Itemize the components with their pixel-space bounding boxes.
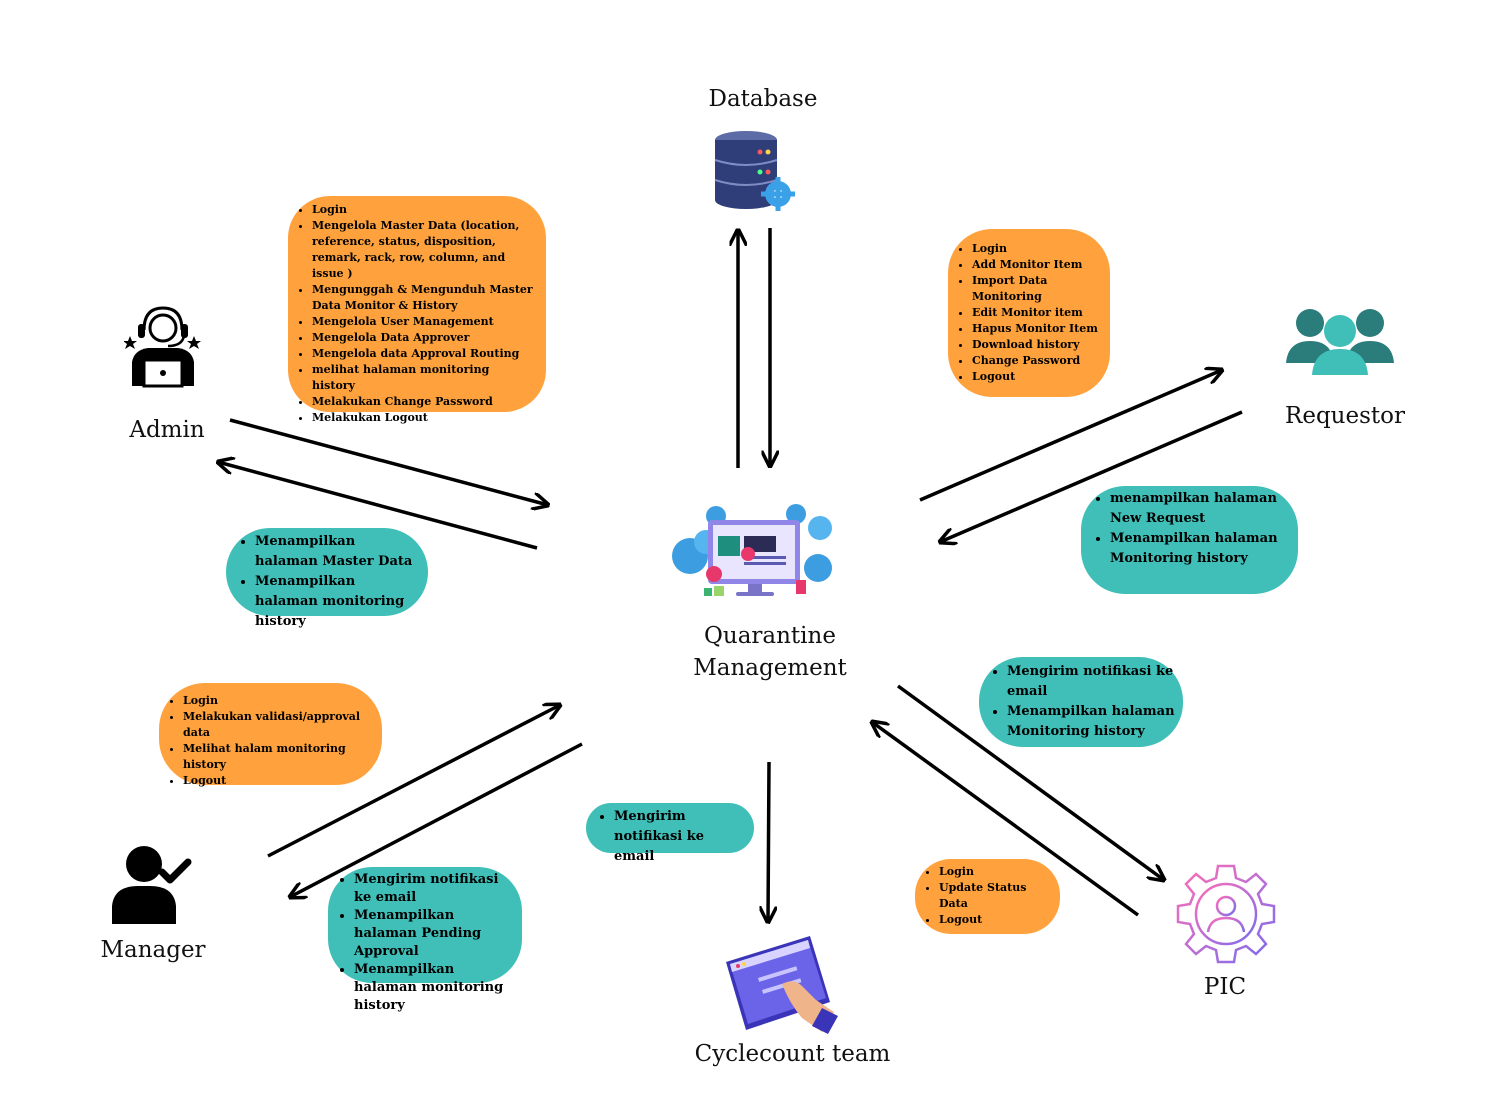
requestor-responses-box: menampilkan halaman New Request Menampil… (1081, 486, 1298, 594)
list-item: Import Data Monitoring (972, 273, 1106, 305)
database-label: Database (708, 86, 818, 112)
list-item: Download history (972, 337, 1106, 353)
requestor-label: Requestor (1285, 403, 1405, 429)
pic-label: PIC (1203, 974, 1247, 1000)
arrow-pic-to-system (872, 722, 1140, 917)
list-item: Login (183, 693, 378, 709)
list-item: Menampilkan halaman Master Data (255, 532, 420, 572)
admin-responses-box: Menampilkan halaman Master Data Menampil… (226, 528, 428, 629)
list-item: Mengelola Data Approver (312, 330, 536, 346)
list-item: Melakukan validasi/approval data (183, 709, 378, 741)
list-item: Menampilkan halaman Monitoring history (1110, 529, 1294, 569)
manager-responses-box: Mengirim notifikasi ke email Menampilkan… (328, 867, 522, 1013)
list-item: Mengelola User Management (312, 314, 536, 330)
arrow-system-to-pic (896, 684, 1164, 880)
pic-actions-box: Login Update Status Data Logout (915, 859, 1060, 934)
arrow-requestor-to-system (940, 410, 1243, 542)
list-item: Logout (183, 773, 378, 789)
list-item: Melihat halam monitoring history (183, 741, 378, 773)
admin-actions-box: Login Mengelola Master Data (location, r… (288, 196, 546, 424)
list-item: Logout (972, 369, 1106, 385)
requestor-actions-box: Login Add Monitor Item Import Data Monit… (948, 229, 1110, 397)
database-icon (714, 131, 795, 211)
list-item: Edit Monitor item (972, 305, 1106, 321)
list-item: Menampilkan halaman Pending Approval (354, 907, 516, 961)
list-item: Menampilkan halaman monitoring history (255, 572, 420, 632)
list-item: Mengelola data Approval Routing (312, 346, 536, 362)
manager-check-icon (112, 846, 192, 924)
list-item: Melakukan Change Password (312, 394, 536, 410)
list-item: melihat halaman monitoring history (312, 362, 536, 394)
manager-actions-box: Login Melakukan validasi/approval data M… (159, 683, 382, 787)
list-item: Mengirim notifikasi ke email (614, 807, 748, 867)
list-item: Add Monitor Item (972, 257, 1106, 273)
cyclecount-label: Cyclecount team (694, 1041, 891, 1067)
pic-responses-box: Mengirim notifikasi ke email Menampilkan… (979, 657, 1183, 747)
list-item: Change Password (972, 353, 1106, 369)
admin-headset-icon (124, 306, 201, 388)
list-item: Menampilkan halaman Monitoring history (1007, 702, 1177, 742)
arrow-manager-to-system (267, 705, 560, 858)
arrow-system-to-manager (290, 742, 583, 897)
requestor-users-icon (1286, 309, 1394, 375)
list-item: Logout (939, 912, 1056, 928)
list-item: Mengunggah & Mengunduh Master Data Monit… (312, 282, 536, 314)
list-item: Mengirim notifikasi ke email (354, 871, 516, 907)
list-item: Mengelola Master Data (location, referen… (312, 218, 536, 282)
system-monitor-icon (672, 504, 832, 596)
list-item: Hapus Monitor Item (972, 321, 1106, 337)
system-label-line1: Quarantine (704, 623, 836, 649)
list-item: Mengirim notifikasi ke email (1007, 662, 1177, 702)
cyclecount-screen-icon (726, 936, 838, 1034)
list-item: Menampilkan halaman monitoring history (354, 961, 516, 1015)
arrow-admin-to-system (229, 418, 548, 505)
cyclecount-response-box: Mengirim notifikasi ke email (586, 803, 754, 864)
list-item: Login (972, 241, 1106, 257)
list-item: Login (312, 202, 536, 218)
pic-gear-icon (1176, 864, 1276, 964)
manager-label: Manager (100, 937, 206, 963)
system-label-line2: Management (693, 655, 847, 681)
list-item: Melakukan Logout (312, 410, 536, 426)
arrow-system-to-admin (218, 462, 538, 550)
list-item: Login (939, 864, 1056, 880)
list-item: menampilkan halaman New Request (1110, 489, 1294, 529)
list-item: Update Status Data (939, 880, 1056, 912)
admin-label: Admin (129, 417, 205, 443)
arrow-system-to-requestor (919, 370, 1222, 502)
arrow-system-to-cyclecount (768, 761, 769, 922)
